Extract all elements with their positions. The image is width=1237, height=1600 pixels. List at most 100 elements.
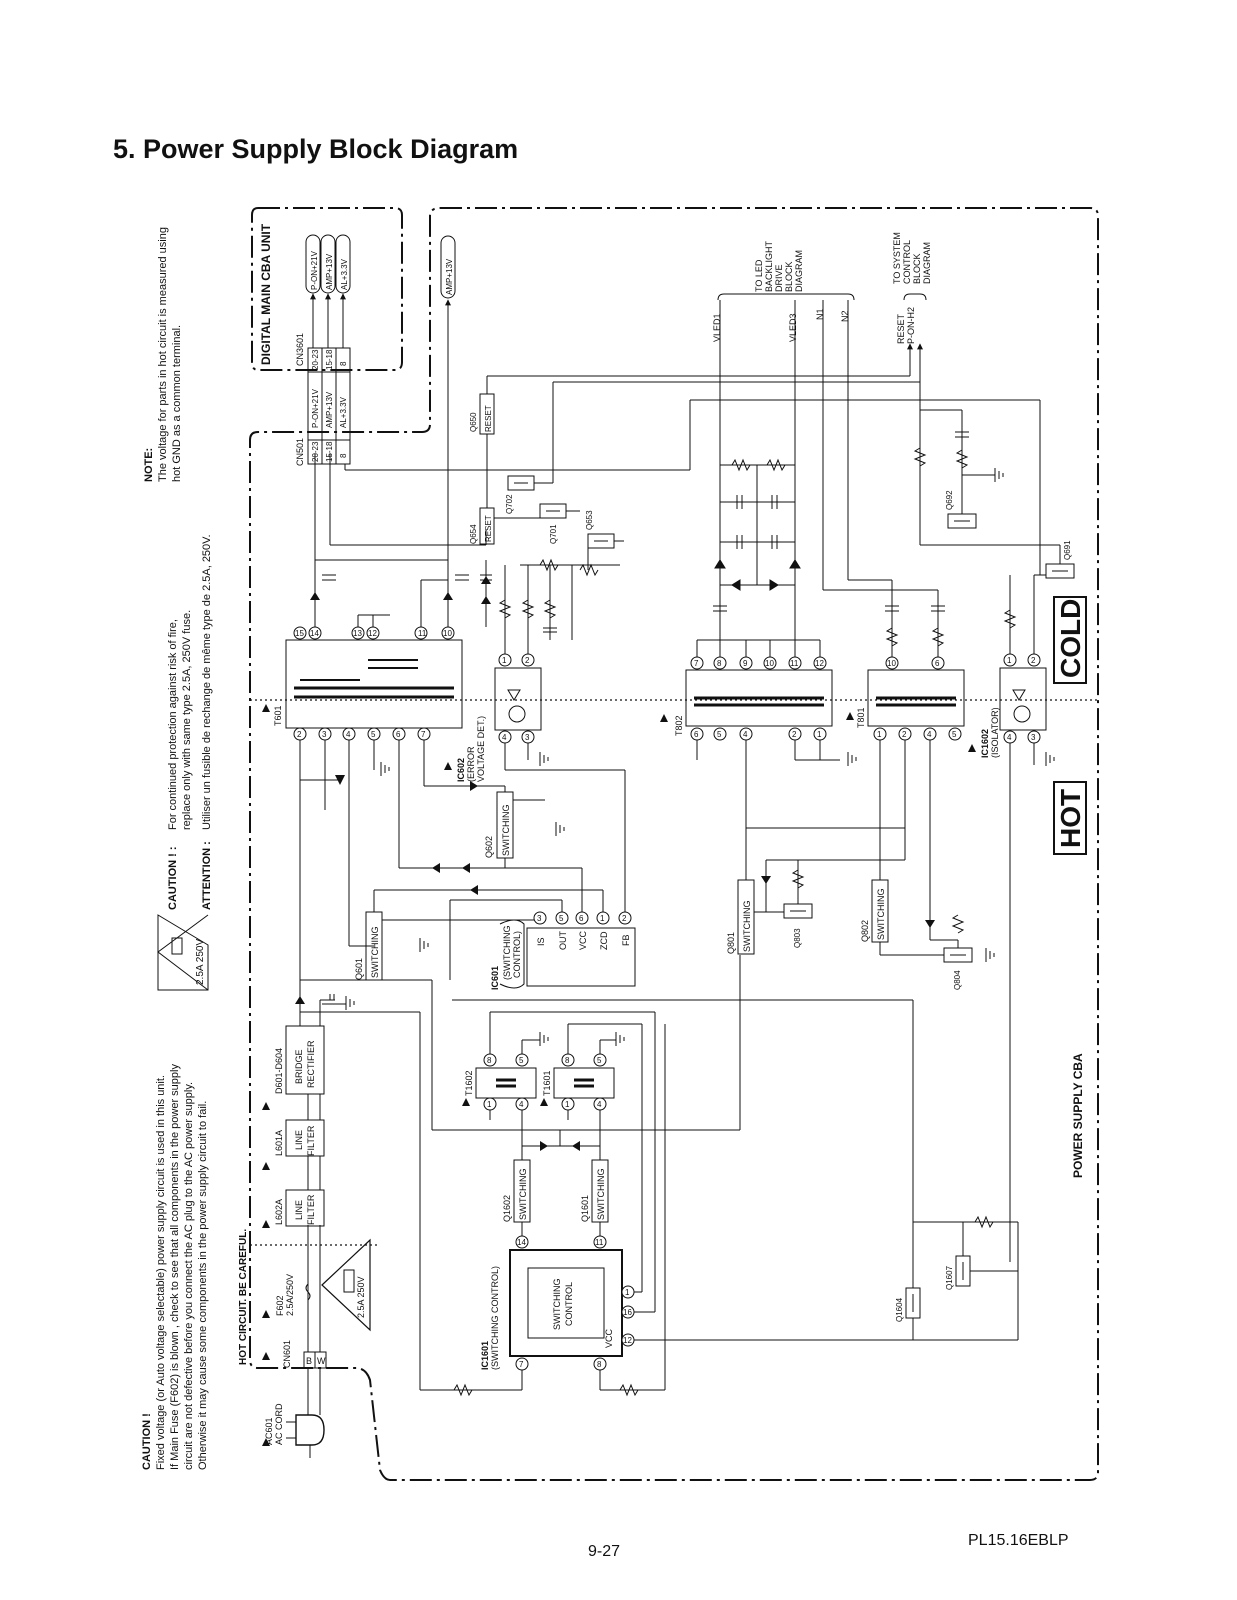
svg-text:3: 3 xyxy=(537,914,542,923)
t601-output-caps xyxy=(322,574,492,581)
svg-text:VCC: VCC xyxy=(578,930,588,950)
note-block: NOTE: The voltage for parts in hot circu… xyxy=(143,227,183,482)
svg-text:6: 6 xyxy=(694,730,699,739)
svg-text:P-ON+21V: P-ON+21V xyxy=(310,250,319,290)
svg-text:VLED1: VLED1 xyxy=(712,313,722,342)
svg-text:FILTER: FILTER xyxy=(306,1194,316,1225)
note-line-2: hot GND as a common terminal. xyxy=(171,325,183,482)
svg-text:Q1604: Q1604 xyxy=(895,1297,904,1322)
system-control-destination: TO SYSTEM CONTROL BLOCK DIAGRAM RESET P-… xyxy=(892,232,932,344)
svg-text:Q650: Q650 xyxy=(469,412,478,432)
t802-secondary-parts xyxy=(713,458,801,612)
caution1-heading: CAUTION ! : xyxy=(167,846,179,910)
t801-transformer: T801 xyxy=(856,669,965,728)
svg-text:15-18: 15-18 xyxy=(325,441,334,462)
svg-text:Q804: Q804 xyxy=(953,970,962,990)
svg-text:Q602: Q602 xyxy=(484,836,494,858)
svg-text:HOT: HOT xyxy=(1055,789,1086,848)
svg-text:(SWITCHING CONTROL): (SWITCHING CONTROL) xyxy=(490,1266,500,1370)
svg-text:P-ON+21V: P-ON+21V xyxy=(311,388,320,428)
t601-pins: 2 3 4 5 6 7 15 14 13 12 11 10 xyxy=(293,626,455,741)
svg-text:20-23: 20-23 xyxy=(311,441,320,462)
svg-text:SWITCHING: SWITCHING xyxy=(501,805,511,857)
svg-text:1: 1 xyxy=(817,730,822,739)
svg-text:10: 10 xyxy=(443,629,452,638)
svg-text:4: 4 xyxy=(519,1100,524,1109)
svg-text:IC601: IC601 xyxy=(490,966,500,990)
svg-text:11: 11 xyxy=(418,629,427,638)
caution2-block: CAUTION ! Fixed voltage (or Auto voltage… xyxy=(141,1064,209,1470)
svg-text:14: 14 xyxy=(517,1238,526,1247)
svg-text:T801: T801 xyxy=(856,707,866,728)
svg-text:SWITCHING: SWITCHING xyxy=(596,1169,606,1221)
svg-text:4: 4 xyxy=(1007,733,1012,742)
fuse-warning-triangle-2: 2.5A 250V xyxy=(321,1238,371,1332)
digital-main-outline xyxy=(251,207,403,371)
svg-text:8: 8 xyxy=(597,1360,602,1369)
svg-text:TO SYSTEM: TO SYSTEM xyxy=(892,232,902,284)
hot-circuit-label: HOT CIRCUIT. BE CAREFUL. xyxy=(238,1229,249,1365)
note-heading: NOTE: xyxy=(143,448,155,482)
svg-text:LINE: LINE xyxy=(294,1200,304,1220)
svg-text:BRIDGE: BRIDGE xyxy=(294,1049,304,1084)
svg-text:7: 7 xyxy=(519,1360,524,1369)
svg-text:CONTROL: CONTROL xyxy=(902,240,912,284)
q654-reset: RESET Q654 xyxy=(469,507,495,545)
svg-text:7: 7 xyxy=(694,659,699,668)
svg-text:5: 5 xyxy=(597,1056,602,1065)
svg-text:T601: T601 xyxy=(273,705,283,726)
caution2-line-2: If Main Fuse (F602) is blown , check to … xyxy=(169,1064,181,1470)
svg-text:ZCD: ZCD xyxy=(599,931,609,950)
l602a-line-filter: L602A LINE FILTER xyxy=(274,1189,325,1227)
svg-text:3: 3 xyxy=(1031,733,1036,742)
caution1-line-1: For continued protection against risk of… xyxy=(167,619,179,830)
svg-text:OUT: OUT xyxy=(558,931,568,951)
svg-text:T802: T802 xyxy=(674,715,684,736)
svg-text:13: 13 xyxy=(353,629,362,638)
svg-text:RESET: RESET xyxy=(484,405,493,432)
svg-text:8: 8 xyxy=(565,1056,570,1065)
svg-text:7: 7 xyxy=(421,730,426,739)
svg-text:P-ON-H2: P-ON-H2 xyxy=(906,307,916,344)
svg-text:FB: FB xyxy=(621,934,631,946)
caution2-line-4: Otherwise it may cause some components i… xyxy=(197,1101,209,1470)
svg-text:8: 8 xyxy=(717,659,722,668)
svg-text:AC CORD: AC CORD xyxy=(274,1403,284,1445)
svg-text:SWITCHING: SWITCHING xyxy=(552,1279,562,1331)
svg-text:1: 1 xyxy=(487,1100,492,1109)
svg-text:AC601: AC601 xyxy=(264,1417,274,1445)
digital-main-label: DIGITAL MAIN CBA UNIT xyxy=(259,223,273,365)
svg-text:1: 1 xyxy=(1007,656,1012,665)
svg-text:Q702: Q702 xyxy=(505,494,514,514)
svg-text:2: 2 xyxy=(525,656,530,665)
led-backlight-destination: TO LED BACKLIGHT DRIVE BLOCK DIAGRAM VLE… xyxy=(712,240,855,342)
svg-text:2.5A 250V: 2.5A 250V xyxy=(356,1276,366,1318)
svg-text:1: 1 xyxy=(502,656,507,665)
q650-reset: RESET Q650 xyxy=(469,393,495,435)
q804: Q804 xyxy=(943,947,973,990)
svg-text:IC1601: IC1601 xyxy=(480,1341,490,1370)
t801-pins: 10 6 1 2 4 5 xyxy=(873,656,962,741)
caution1-line-2: replace only with same type 2.5A, 250V f… xyxy=(181,610,193,830)
svg-text:12: 12 xyxy=(815,659,824,668)
svg-text:Q801: Q801 xyxy=(726,932,736,954)
svg-text:CONTROL): CONTROL) xyxy=(512,931,522,978)
svg-text:6: 6 xyxy=(935,659,940,668)
svg-text:Q653: Q653 xyxy=(585,510,594,530)
warning-triangles xyxy=(262,704,976,1446)
svg-text:16: 16 xyxy=(623,1308,632,1317)
svg-text:Q802: Q802 xyxy=(860,920,870,942)
svg-text:5: 5 xyxy=(717,730,722,739)
l601a-line-filter: L601A LINE FILTER xyxy=(274,1119,325,1157)
svg-text:SWITCHING: SWITCHING xyxy=(742,901,752,953)
svg-text:Q1602: Q1602 xyxy=(502,1195,512,1222)
svg-text:2: 2 xyxy=(902,730,907,739)
svg-text:L601A: L601A xyxy=(274,1130,284,1156)
cn3601-label: CN3601 xyxy=(295,333,305,366)
page-title: 5. Power Supply Block Diagram xyxy=(113,134,519,164)
q1607: Q1607 xyxy=(945,1255,971,1290)
svg-text:AMP+13V: AMP+13V xyxy=(325,391,334,428)
svg-text:LINE: LINE xyxy=(294,1130,304,1150)
ic1601-switching-control: SWITCHING CONTROL IC1601 (SWITCHING CONT… xyxy=(480,1235,635,1371)
q802-switching: SWITCHING Q802 xyxy=(860,879,889,943)
